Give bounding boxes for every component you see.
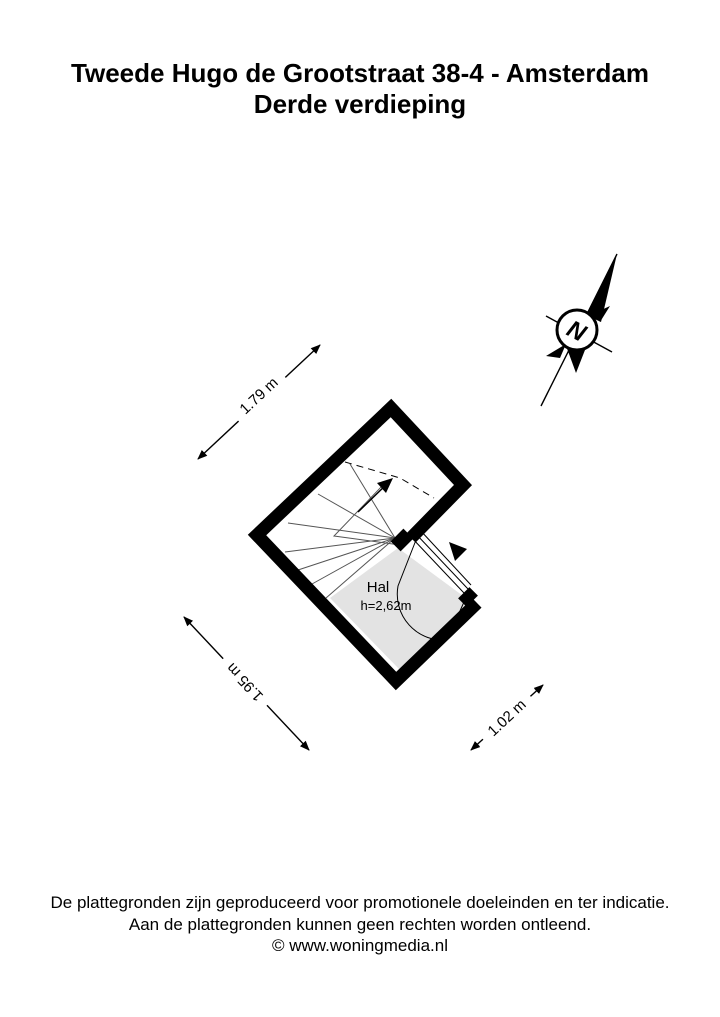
disclaimer-line-1: De plattegronden zijn geproduceerd voor … — [50, 893, 670, 912]
door-jamb-left — [390, 528, 414, 552]
door-jamb-right — [458, 587, 478, 607]
dimension-top-bg — [227, 365, 289, 425]
compass-rose: N — [540, 253, 618, 407]
disclaimer-line-2: Aan de plattegronden kunnen geen rechten… — [128, 915, 592, 934]
room-label: Hal — [367, 579, 390, 596]
staircase — [284, 463, 401, 599]
stair-arrowhead — [377, 478, 393, 493]
hal-room-fill — [330, 548, 474, 670]
door-leaf — [446, 592, 469, 641]
copyright-notice: © www.woningmedia.nl — [272, 936, 448, 955]
floor-name: Derde verdieping — [253, 89, 467, 119]
page-title: Tweede Hugo de Grootstraat 38-4 - Amster… — [71, 58, 649, 88]
dimension-right-bg — [475, 687, 537, 747]
walls — [247, 398, 482, 691]
compass-north-arrow — [586, 254, 617, 322]
room-height: h=2,62m — [361, 598, 412, 613]
door-swing — [396, 539, 448, 641]
door-frame — [411, 529, 472, 594]
dimension-left-bg — [214, 652, 274, 714]
entrance-marker — [449, 542, 467, 561]
